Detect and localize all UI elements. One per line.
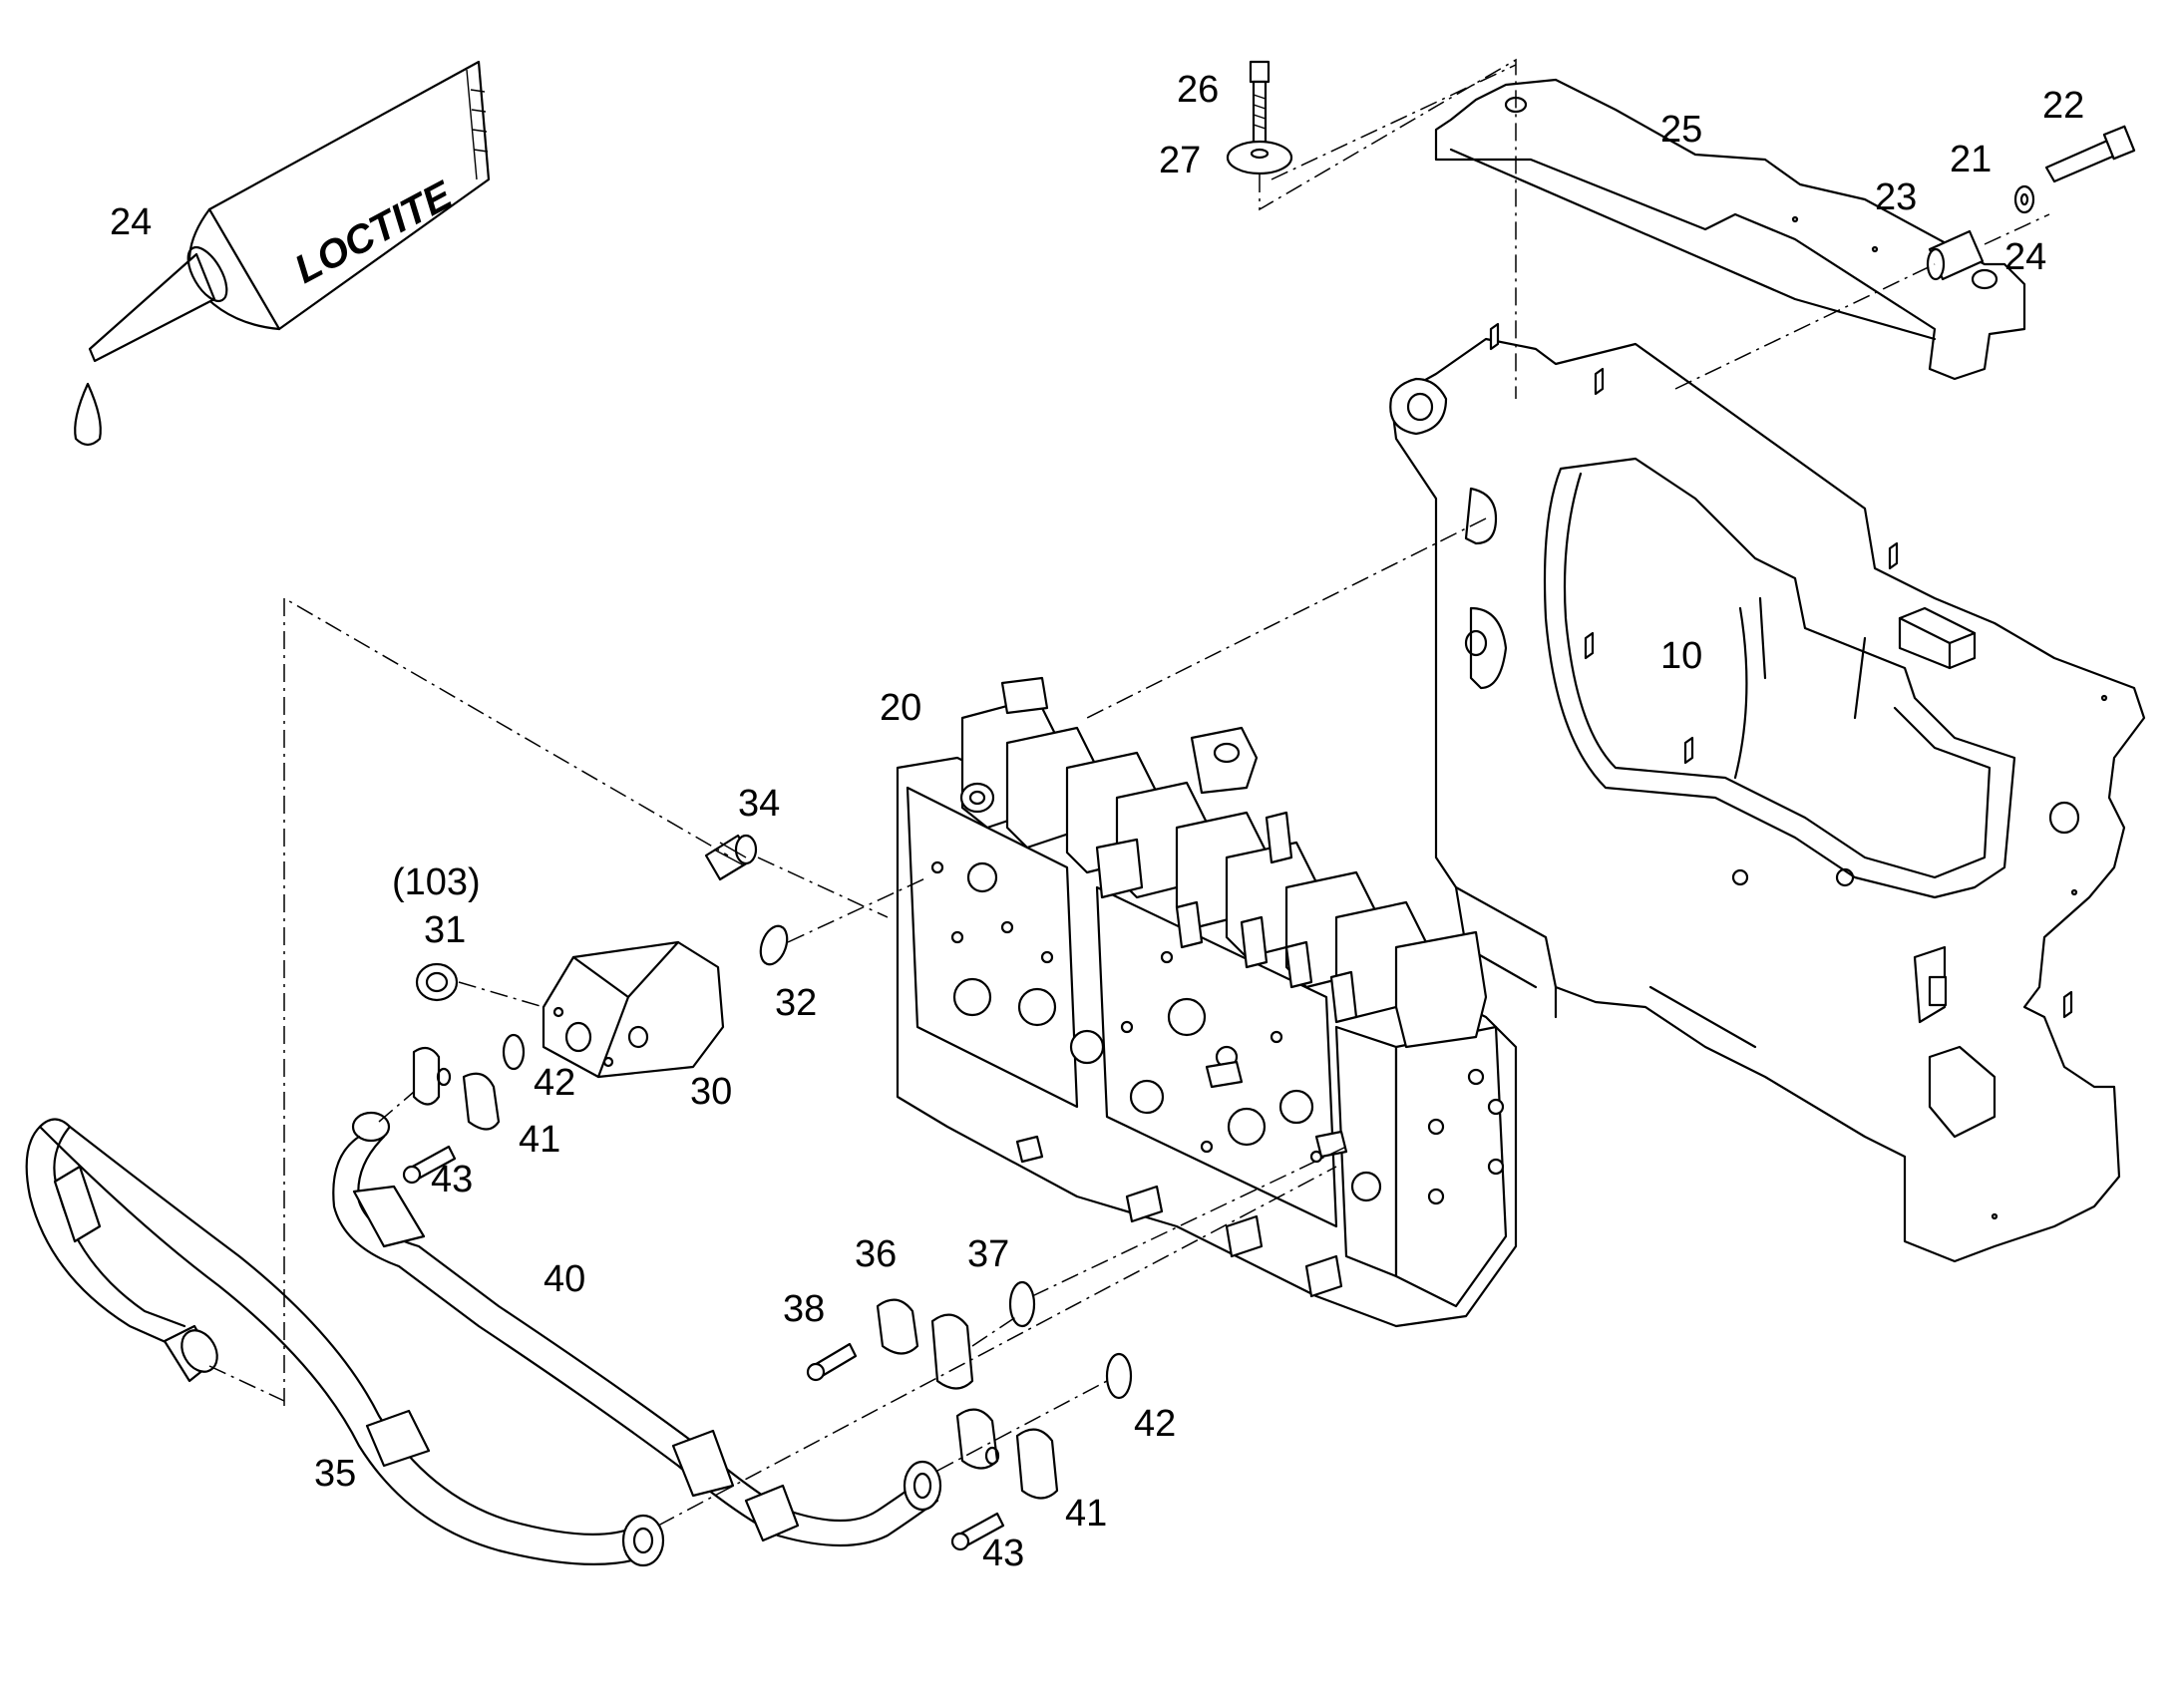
callout-34: 34 xyxy=(738,783,780,825)
plug-31 xyxy=(415,962,459,1002)
flange-clamp-36 xyxy=(876,1298,974,1390)
washer-27 xyxy=(1226,140,1293,175)
callout-31: 31 xyxy=(424,909,466,951)
flange-clamp-41-upper xyxy=(412,1046,501,1131)
callout-43-upper: 43 xyxy=(431,1159,473,1200)
bolt-43-upper xyxy=(402,1145,457,1185)
callout-42-upper: 42 xyxy=(534,1062,575,1104)
bolt-43-lower xyxy=(950,1512,1005,1551)
o-ring-37 xyxy=(1008,1280,1036,1328)
plug-34 xyxy=(704,834,758,881)
spacer-23 xyxy=(1926,229,1985,281)
callout-23: 23 xyxy=(1875,176,1917,218)
bolt-22 xyxy=(2044,125,2136,183)
callout-38: 38 xyxy=(783,1288,825,1330)
callout-36: 36 xyxy=(855,1233,897,1275)
callout-42-lower: 42 xyxy=(1134,1403,1176,1445)
callout-21: 21 xyxy=(1950,139,1992,180)
callout-27: 27 xyxy=(1159,140,1201,181)
callout-24-washer: 24 xyxy=(2004,236,2046,278)
control-valve-20 xyxy=(896,676,1518,1328)
callout-32: 32 xyxy=(775,982,817,1024)
port-block-30 xyxy=(542,940,725,1079)
callout-labels: 24 26 27 25 22 21 23 24 10 20 34 (103) 3… xyxy=(110,69,2084,1574)
callout-26: 26 xyxy=(1177,69,1219,111)
callout-37: 37 xyxy=(967,1233,1009,1275)
washer-21 xyxy=(2013,184,2035,214)
o-ring-32 xyxy=(759,924,789,966)
bolt-26 xyxy=(1249,60,1271,146)
bolt-38 xyxy=(806,1342,858,1382)
callout-40: 40 xyxy=(544,1258,585,1300)
callout-103: (103) xyxy=(392,861,481,903)
loctite-tube: LOCTITE xyxy=(74,60,491,447)
hose-35 xyxy=(25,1118,665,1567)
callout-41-lower: 41 xyxy=(1065,1493,1107,1535)
callout-10: 10 xyxy=(1660,635,1702,677)
callout-43-lower: 43 xyxy=(982,1533,1024,1574)
callout-22: 22 xyxy=(2042,85,2084,127)
assembly-centerlines xyxy=(208,58,2050,1527)
callout-30: 30 xyxy=(690,1071,732,1113)
callout-41-upper: 41 xyxy=(519,1119,560,1161)
callout-24-tube: 24 xyxy=(110,201,152,243)
callout-20: 20 xyxy=(880,687,921,729)
callout-25: 25 xyxy=(1660,109,1702,151)
callout-35: 35 xyxy=(314,1453,356,1495)
o-ring-42-lower xyxy=(1105,1352,1133,1400)
flange-clamp-41-lower xyxy=(955,1408,1059,1500)
o-ring-42-upper xyxy=(502,1033,526,1071)
hose-40 xyxy=(332,1111,942,1547)
bracket-plate-25 xyxy=(1434,78,2026,381)
